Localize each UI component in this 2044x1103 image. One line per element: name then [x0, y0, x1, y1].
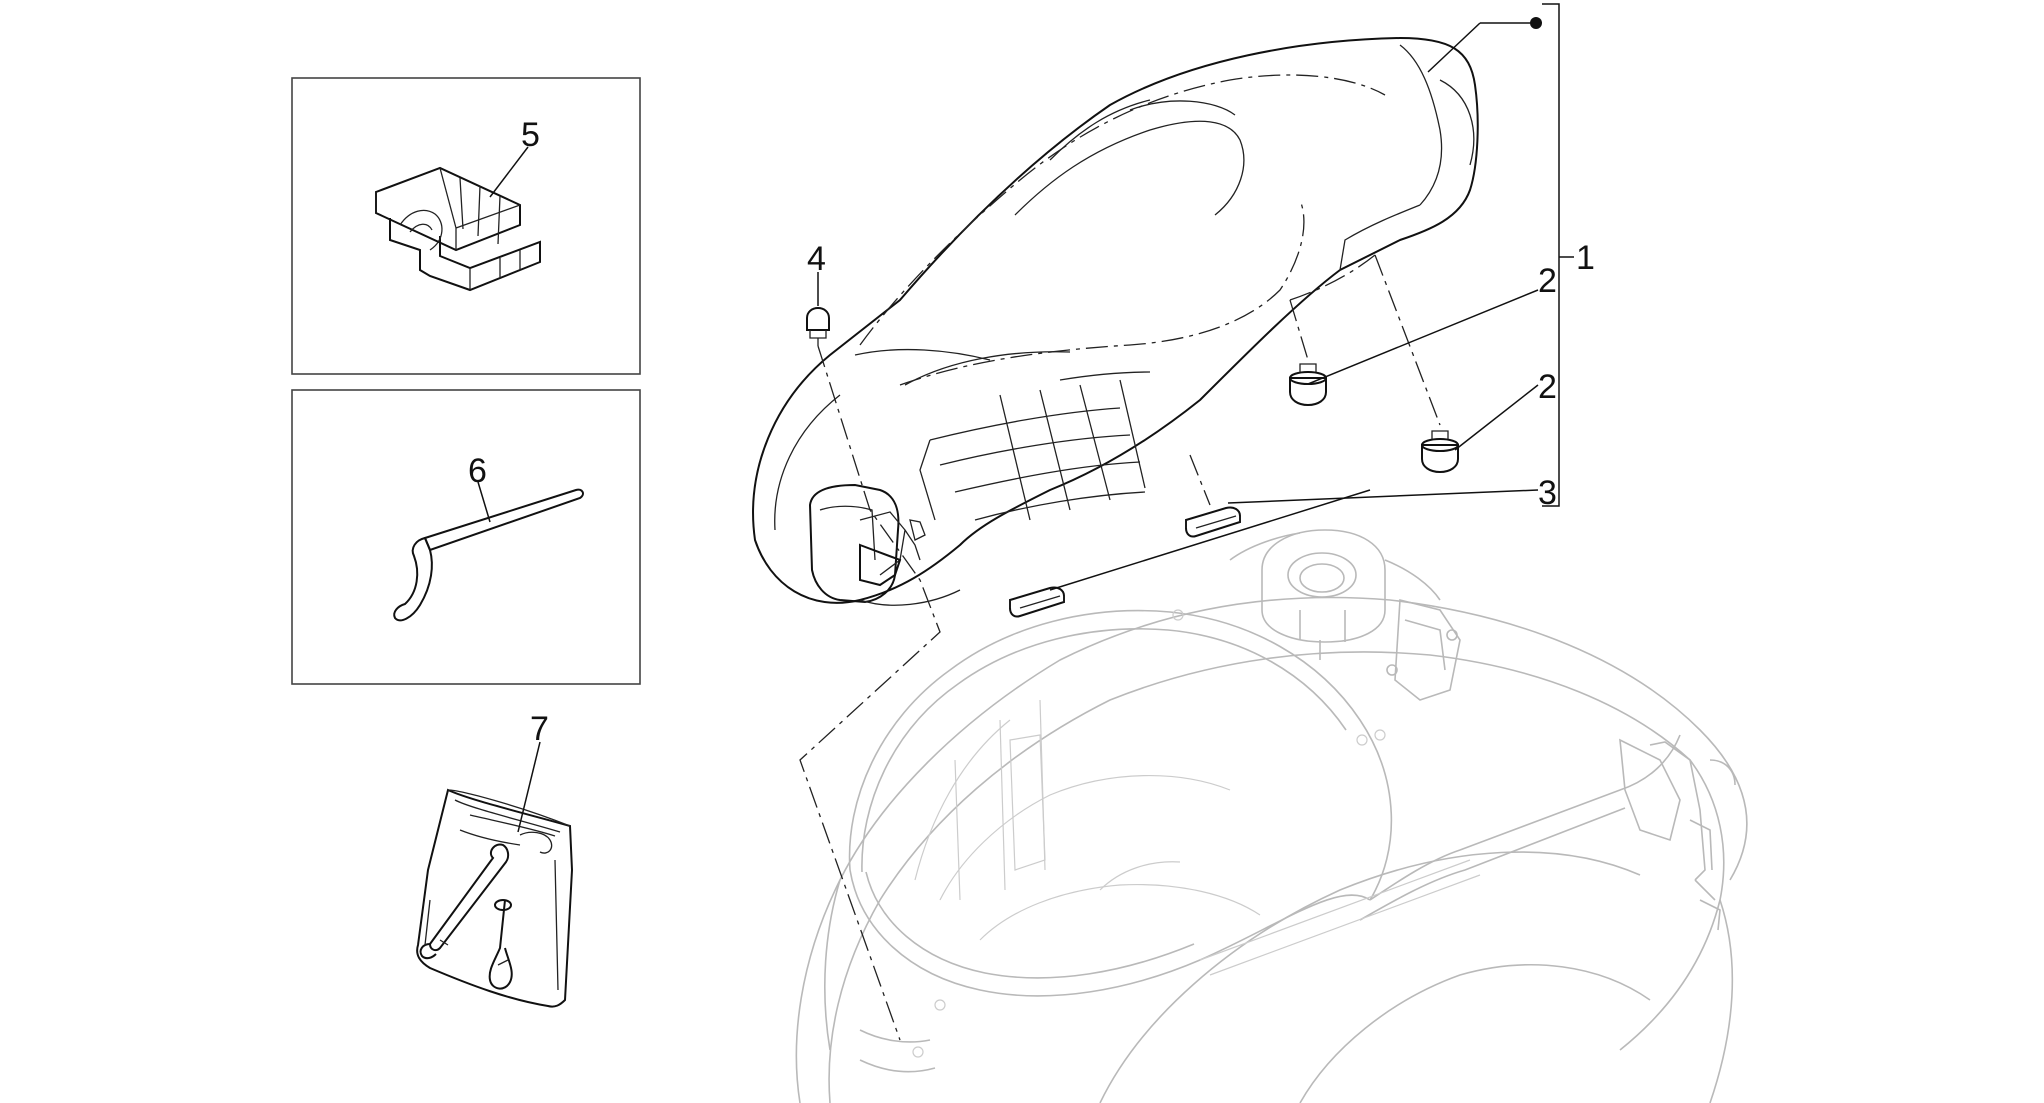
hinge-pad-3a-icon	[1185, 506, 1241, 538]
leader-lines	[817, 3, 1574, 591]
bumper-part-2a-icon	[1289, 363, 1327, 407]
callout-1: 1	[1576, 239, 1595, 277]
hinge-clip-icon	[375, 146, 541, 292]
callout-2a: 2	[1538, 262, 1557, 300]
spanner-wrench-icon	[393, 481, 584, 622]
storage-compartment-icon	[795, 529, 1748, 1103]
hinge-pad-3b-icon	[1009, 586, 1065, 618]
toolkit-bag-icon	[416, 741, 574, 1008]
assembly-axis-lines	[799, 254, 1441, 1041]
callout-2b: 2	[1538, 368, 1557, 406]
bumper-part-4-icon	[806, 306, 830, 346]
seat-saddle-icon	[752, 36, 1479, 606]
inset-box-part-5	[291, 77, 641, 375]
callout-3: 3	[1538, 474, 1557, 512]
callout-numbers: 1 2 2 3 4 5 6 7	[468, 116, 1595, 748]
bumper-part-2b-icon	[1421, 430, 1459, 474]
callout-4: 4	[807, 240, 826, 278]
callout-7: 7	[530, 710, 549, 748]
callout-5: 5	[521, 116, 540, 154]
callout-6: 6	[468, 452, 487, 490]
